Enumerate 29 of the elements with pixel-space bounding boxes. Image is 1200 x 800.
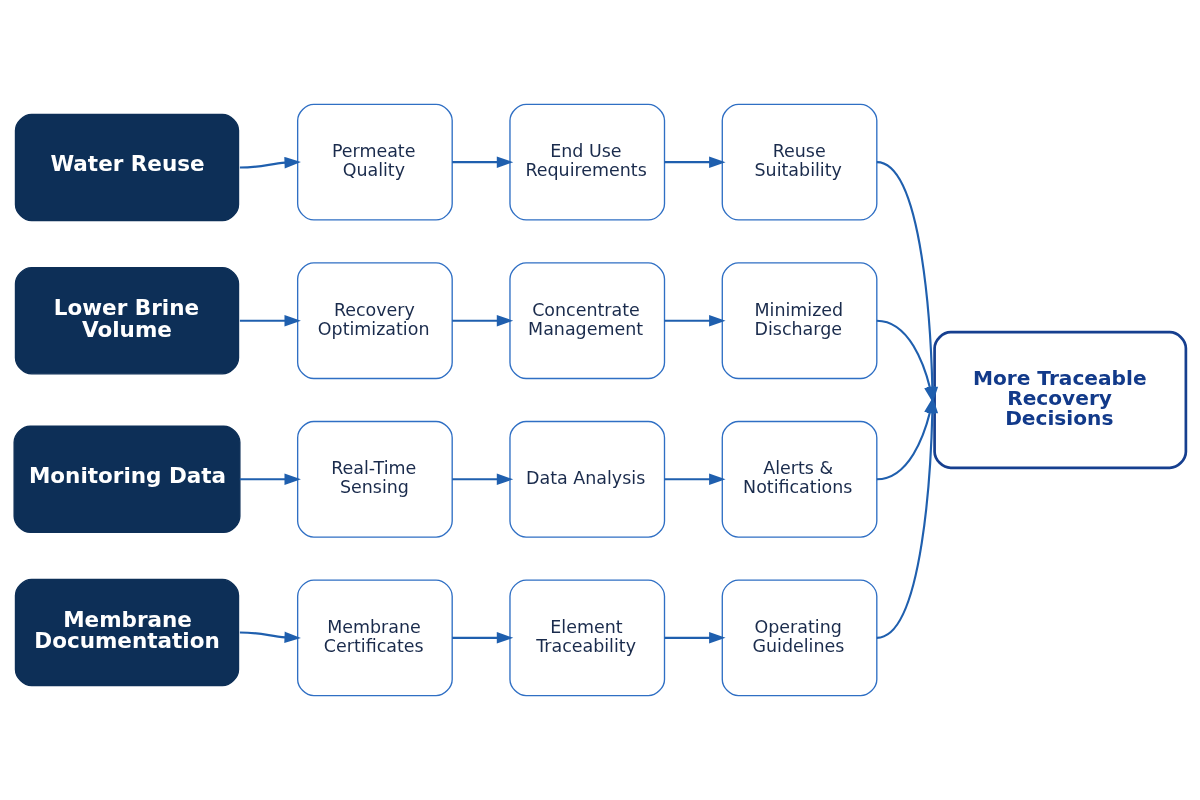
arrow bbox=[239, 473, 301, 486]
node-box: More Traceable Recovery Decisions bbox=[933, 330, 1188, 470]
arrow bbox=[664, 314, 726, 327]
node-box: Lower Brine Volume bbox=[14, 266, 240, 375]
arrow bbox=[452, 314, 514, 327]
arrow bbox=[239, 314, 301, 327]
node-box: End Use Requirements bbox=[509, 103, 666, 221]
node-box: Reuse Suitability bbox=[721, 103, 878, 221]
node-box: Concentrate Management bbox=[509, 262, 666, 380]
node-box: Permeate Quality bbox=[297, 103, 453, 221]
node-box: Real-Time Sensing bbox=[297, 420, 453, 538]
node-box: Element Traceability bbox=[509, 579, 666, 697]
node-box: Data Analysis bbox=[509, 420, 666, 538]
arrow bbox=[452, 632, 514, 644]
arrow bbox=[239, 156, 301, 169]
node-box: Water Reuse bbox=[14, 113, 240, 222]
node-box: Membrane Certificates bbox=[297, 579, 453, 697]
node-box: Recovery Optimization bbox=[297, 262, 453, 380]
arrow bbox=[664, 632, 726, 644]
node-box: Alerts & Notifications bbox=[721, 420, 878, 538]
arrow bbox=[452, 156, 514, 168]
arrow bbox=[239, 631, 301, 644]
node-box: Operating Guidelines bbox=[721, 579, 878, 697]
node-box: Monitoring Data bbox=[13, 425, 241, 534]
node-box: Membrane Documentation bbox=[14, 578, 240, 687]
node-box: Minimized Discharge bbox=[721, 262, 878, 380]
arrow bbox=[664, 473, 726, 486]
arrow bbox=[664, 156, 726, 168]
arrow bbox=[452, 473, 514, 486]
